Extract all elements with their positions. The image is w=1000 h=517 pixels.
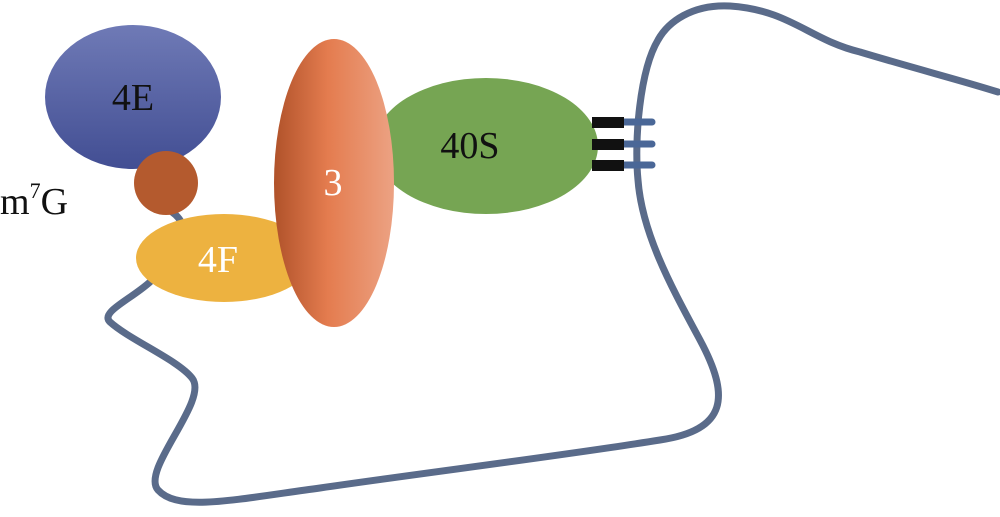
eif4e-label: 4E [112,77,154,119]
eif4f-shape [136,214,312,302]
codon-bar-2 [592,139,624,150]
m7g-label: m7G [0,178,68,223]
eif4f-label: 4F [198,239,238,281]
eif3-label: 3 [324,162,343,204]
eif4e-shape [45,25,221,169]
ribosome-40s-shape [374,78,598,214]
mrna-strand [104,2,1000,506]
codon-bar-1 [592,117,624,128]
m7g-cap [134,151,198,215]
codon-bar-3 [592,160,624,171]
ribosome-40s-label: 40S [440,125,499,167]
eif3-shape [274,39,394,327]
